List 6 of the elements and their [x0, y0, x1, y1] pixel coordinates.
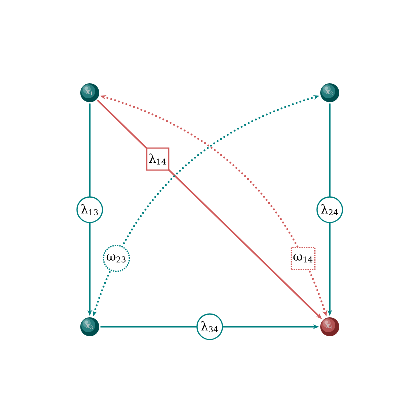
- edge-label: λ$_{13}$: [76, 196, 104, 224]
- edge-label: λ$_{14}$: [146, 148, 170, 171]
- edge-label: ω$_{14}$: [290, 247, 316, 270]
- edge-label: λ$_{24}$: [316, 196, 344, 224]
- edge-label: ω$_{23}$: [103, 245, 130, 272]
- edge-label: λ$_{34}$: [196, 314, 224, 340]
